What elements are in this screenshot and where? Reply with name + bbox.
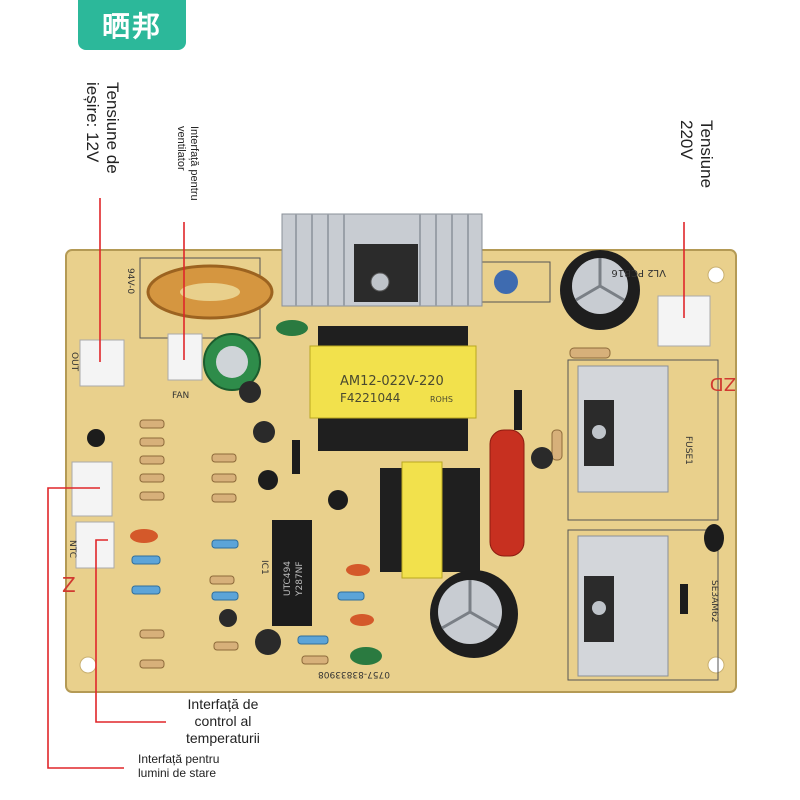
callout-output-line1: Tensiune de xyxy=(103,82,122,174)
status-light-connector xyxy=(71,461,113,517)
large-capacitor-bottom xyxy=(430,570,518,658)
main-transformer: AM12-022V-220 F4221044 ROHS xyxy=(309,326,477,451)
callout-output-voltage: Tensiune de ieșire: 12V xyxy=(83,82,214,174)
silk-board-version: VL2 PCB16 xyxy=(611,267,666,278)
callout-temp-line3: temperaturii xyxy=(186,729,260,746)
silk-fan: FAN xyxy=(172,391,189,401)
silkscreen-outline xyxy=(567,529,719,681)
callout-status-line2: lumini de stare xyxy=(138,766,217,781)
callout-fan-line2: ventilator xyxy=(174,126,187,171)
small-transistors xyxy=(87,390,724,614)
leader-temp xyxy=(95,539,166,723)
brand-badge: 晒邦 xyxy=(78,0,186,50)
silkscreen-outline xyxy=(567,359,719,521)
output-connector xyxy=(79,339,125,387)
callout-status-line1: Interfață pentru xyxy=(138,752,220,766)
silk-ntc: NTC xyxy=(67,540,77,558)
callout-temp-line1: Interfață de xyxy=(187,696,259,712)
green-capacitor-top xyxy=(216,346,248,378)
mounting-hole xyxy=(707,266,725,284)
ic-label-line2: Y287NF xyxy=(295,561,305,597)
blue-resistor-array xyxy=(131,539,365,645)
silk-edge-text: 0757-83833908 xyxy=(318,669,390,679)
callout-temp-line2: control al xyxy=(194,712,252,729)
large-capacitor-top xyxy=(560,250,640,330)
callout-mains-voltage: Tensiune 220V xyxy=(677,120,784,188)
callout-fan-interface: Interfață pentru ventilator xyxy=(175,126,275,201)
right-heatsink-lower xyxy=(577,535,669,677)
silk-ic1: IC1 xyxy=(259,560,269,575)
fan-connector xyxy=(167,333,203,381)
silk-fuse: FUSE1 xyxy=(683,436,693,465)
leader-lines xyxy=(47,198,685,769)
silk-part-code: SE3AM62 xyxy=(709,580,719,623)
film-capacitor xyxy=(489,429,525,557)
callout-fan-line1: Interfață pentru xyxy=(188,126,200,201)
callout-mains-line1: Tensiune xyxy=(697,120,716,189)
transformer-label-line1: AM12-022V-220 xyxy=(340,374,444,389)
callout-temp-control: Interfață de control al temperaturii xyxy=(186,696,260,746)
right-heatsink-upper xyxy=(577,365,669,493)
callout-mains-line2: 220V xyxy=(676,120,696,160)
silk-94v: 94V-0 xyxy=(125,268,135,294)
ic-label-line1: UTC494 xyxy=(283,561,293,596)
callout-status-light: Interfață pentru lumini de stare xyxy=(138,752,219,781)
callout-output-line2: ieșire: 12V xyxy=(82,82,102,163)
small-capacitors xyxy=(130,270,553,665)
mounting-hole xyxy=(707,656,725,674)
temp-control-connector xyxy=(75,521,115,569)
resistor-array xyxy=(139,347,611,669)
silk-z-left: Z xyxy=(62,573,76,597)
transformer-rohs-mark: ROHS xyxy=(430,395,453,404)
toroid-core xyxy=(180,283,240,301)
mounting-hole xyxy=(79,656,97,674)
screw xyxy=(370,272,390,292)
silk-z-right: ZD xyxy=(710,373,736,394)
ic-chip: UTC494 Y287NF xyxy=(272,520,312,626)
leader-status xyxy=(47,487,124,769)
top-heatsink xyxy=(281,213,483,307)
silk-out: OUT xyxy=(69,352,79,372)
secondary-transformer xyxy=(380,461,480,579)
transformer-label-line2: F4221044 xyxy=(340,391,400,405)
power-transistor xyxy=(354,244,418,302)
